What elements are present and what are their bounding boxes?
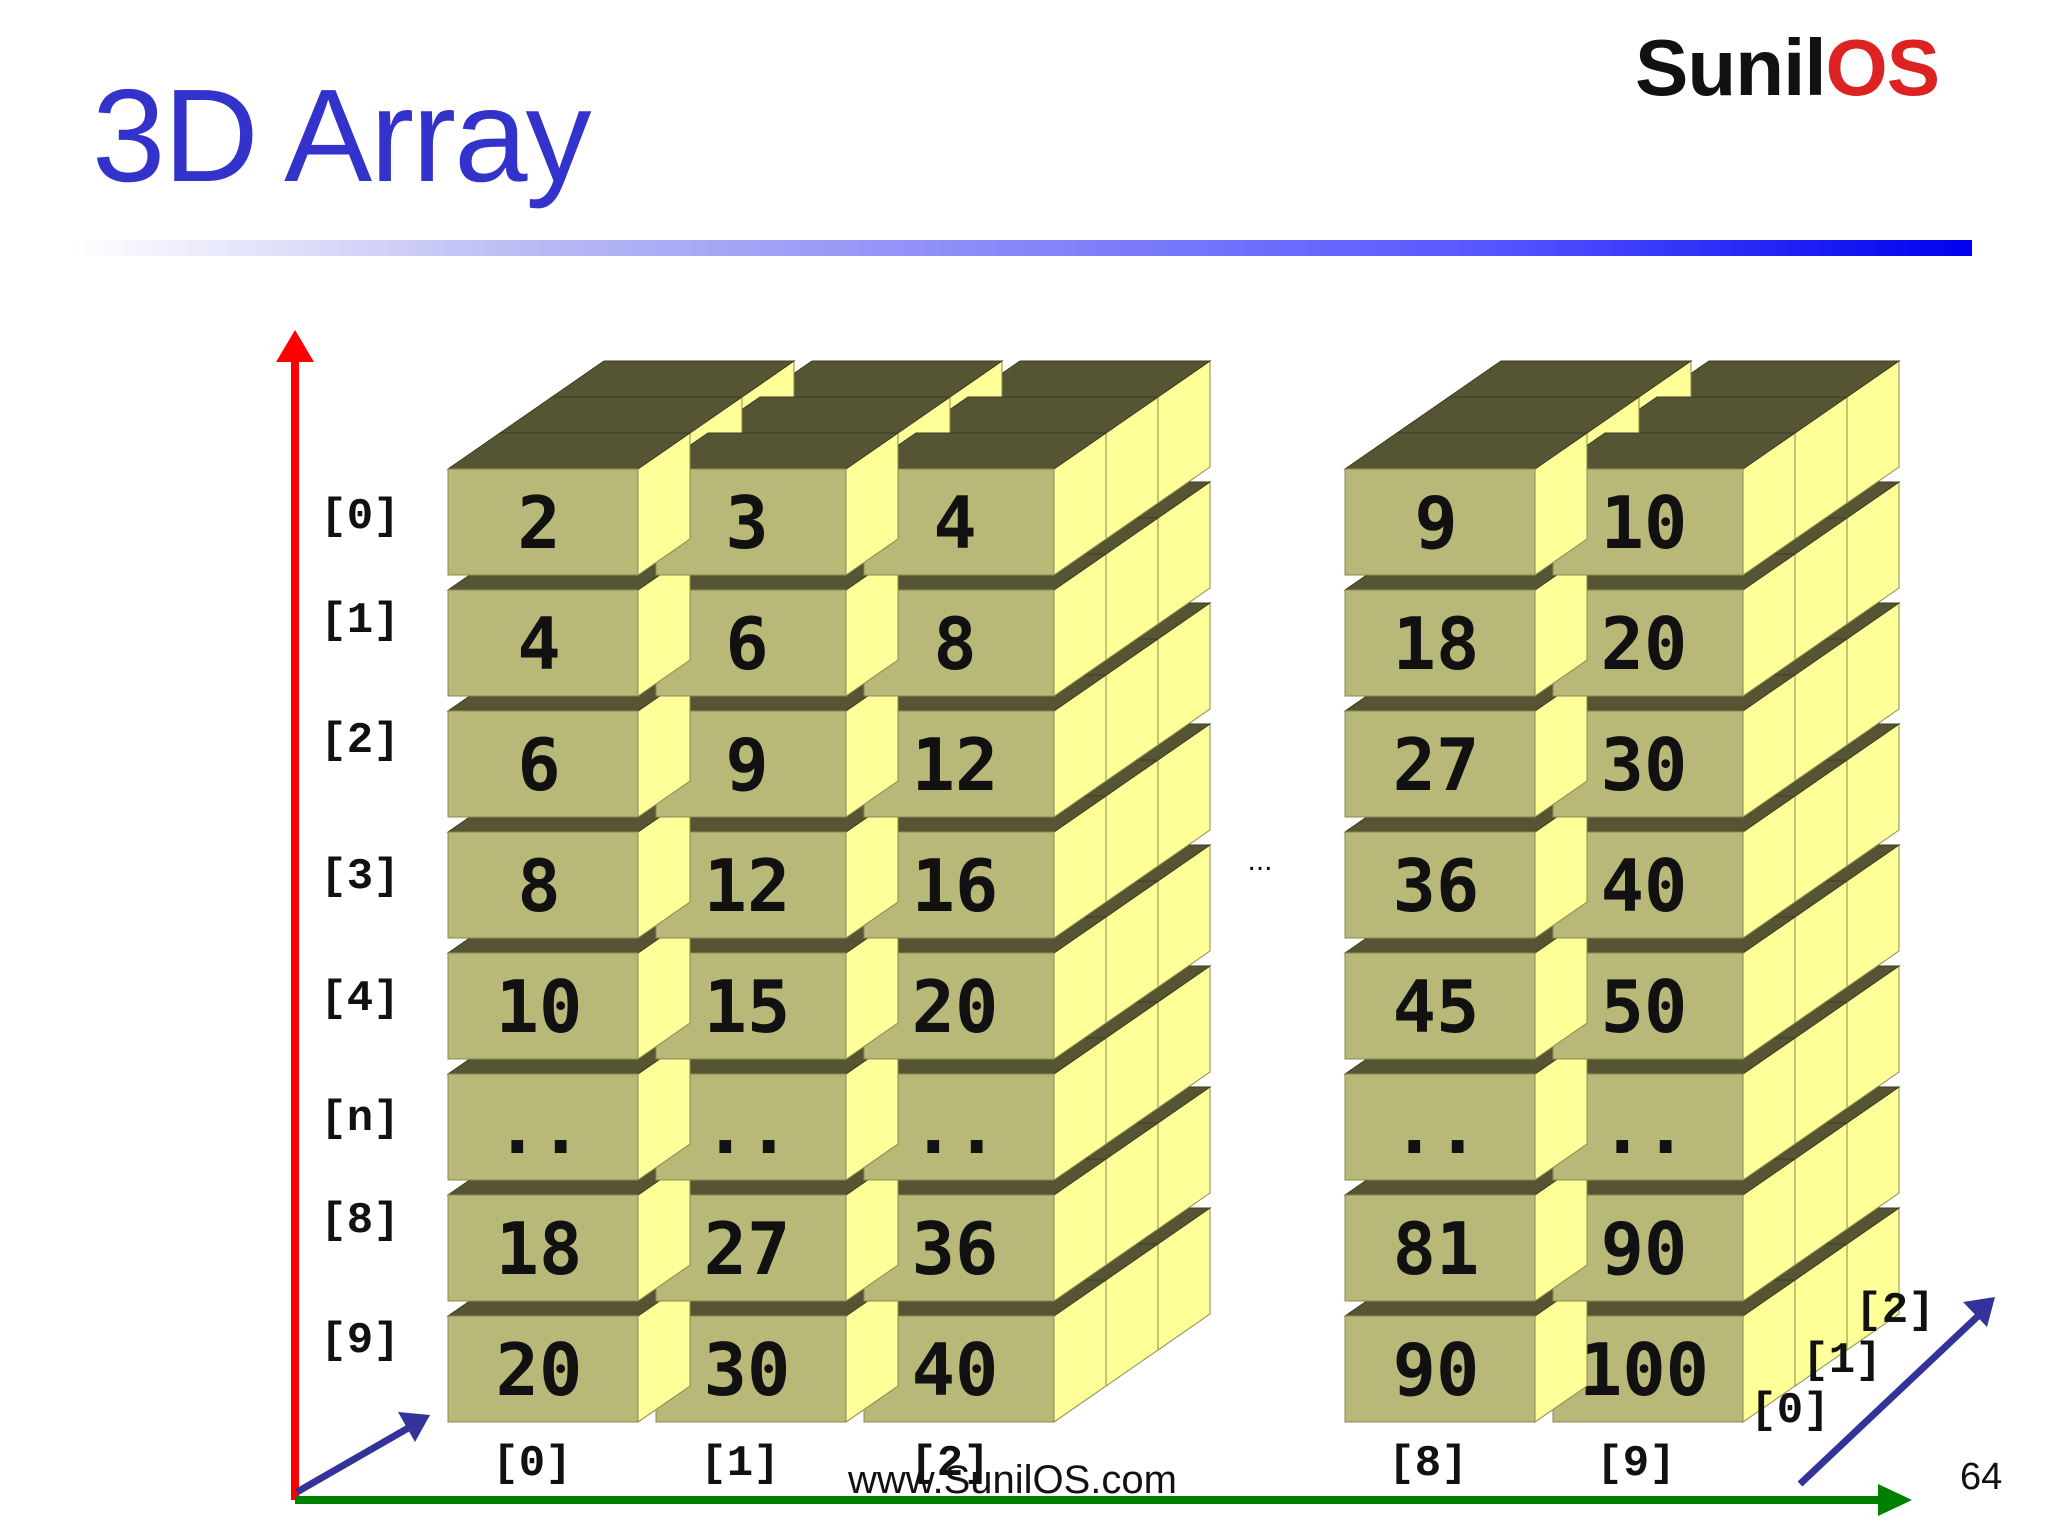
- column-index-label: [9]: [1596, 1439, 1675, 1489]
- row-index-label: [0]: [320, 492, 399, 542]
- cell-value: ..: [496, 1086, 583, 1170]
- logo-text-part2: OS: [1825, 23, 1941, 112]
- row-index-label: [n]: [320, 1094, 399, 1144]
- z-axis-arrow-right: [1797, 1313, 1981, 1487]
- cell-value: 4: [517, 602, 560, 686]
- cell-value: 20: [912, 965, 999, 1049]
- cell-value: 27: [704, 1207, 791, 1291]
- cell-value: 20: [496, 1328, 583, 1412]
- slide-title: 3D Array: [92, 62, 591, 209]
- cell-value: ..: [704, 1086, 791, 1170]
- cell-value: 6: [517, 723, 560, 807]
- cell-value: 9: [725, 723, 768, 807]
- depth-index-label: [0]: [1750, 1386, 1829, 1436]
- cell-value: 45: [1393, 965, 1480, 1049]
- cell-value: 12: [912, 723, 999, 807]
- cell-value: 50: [1601, 965, 1688, 1049]
- cell-value: 6: [725, 602, 768, 686]
- cell-value: ..: [1601, 1086, 1688, 1170]
- cell-value: 16: [912, 844, 999, 928]
- cell-value: 90: [1393, 1328, 1480, 1412]
- array-cell: 27: [1343, 674, 1589, 818]
- cell-value: 2: [517, 481, 560, 565]
- array-cell: 20: [446, 1279, 692, 1423]
- index-labels: [0][1][2][3][4][n][8][9][0][1][2][8][9][…: [320, 492, 1934, 1489]
- logo-text-part1: Sunil: [1635, 23, 1827, 112]
- cell-value: 20: [1601, 602, 1688, 686]
- cell-value: 36: [1393, 844, 1480, 928]
- cell-value: 36: [912, 1207, 999, 1291]
- column-index-label: [0]: [492, 1439, 571, 1489]
- array-cell: ..: [1343, 1037, 1589, 1181]
- array-cell: 3: [654, 432, 900, 576]
- sunilos-logo: SunilOS: [1635, 28, 1940, 108]
- cell-value: 30: [1601, 723, 1688, 807]
- z-axis-arrowhead-left: [398, 1412, 430, 1442]
- cell-value: 10: [1601, 481, 1688, 565]
- array-cell: 2: [446, 432, 692, 576]
- cell-value: 4: [933, 481, 976, 565]
- array-cell: 4: [862, 432, 1108, 576]
- array-cell: 9: [1343, 432, 1589, 576]
- cell-value: 18: [496, 1207, 583, 1291]
- cell-value: 8: [517, 844, 560, 928]
- cell-value: 8: [933, 602, 976, 686]
- cell-value: ..: [912, 1086, 999, 1170]
- axes: [276, 330, 1995, 1516]
- title-underline-gradient: [70, 240, 1972, 256]
- z-axis-arrow-left: [295, 1423, 412, 1496]
- row-index-label: [8]: [320, 1196, 399, 1246]
- footer-url: www.SunilOS.com: [848, 1458, 1177, 1502]
- cell-value: 30: [704, 1328, 791, 1412]
- cell-value: 40: [1601, 844, 1688, 928]
- cell-value: 27: [1393, 723, 1480, 807]
- array-cell: 36: [862, 1158, 1108, 1302]
- row-index-label: [4]: [320, 974, 399, 1024]
- cell-value: 3: [725, 481, 768, 565]
- ellipsis-marker: ...: [1247, 844, 1272, 877]
- array-cell: 18: [1343, 553, 1589, 697]
- cell-value: 9: [1414, 481, 1457, 565]
- cell-value: 18: [1393, 602, 1480, 686]
- cell-value: 40: [912, 1328, 999, 1412]
- cell-value: 90: [1601, 1207, 1688, 1291]
- array-cell: 8: [446, 795, 692, 939]
- row-index-label: [2]: [320, 716, 399, 766]
- row-index-label: [1]: [320, 596, 399, 646]
- z-axis-arrowhead-right: [1963, 1297, 1995, 1327]
- row-index-label: [9]: [320, 1316, 399, 1366]
- row-index-label: [3]: [320, 852, 399, 902]
- depth-index-label: [1]: [1802, 1336, 1881, 1386]
- cell-value: ..: [1393, 1086, 1480, 1170]
- array-cell: 10: [1551, 432, 1797, 576]
- cell-value: 12: [704, 844, 791, 928]
- cell-value: 10: [496, 965, 583, 1049]
- column-index-label: [2]: [910, 1439, 989, 1489]
- depth-index-label: [2]: [1855, 1286, 1934, 1336]
- column-index-label: [8]: [1388, 1439, 1467, 1489]
- page-number: 64: [1960, 1456, 2003, 1498]
- column-index-label: [1]: [700, 1439, 779, 1489]
- cell-value: 81: [1393, 1207, 1480, 1291]
- cell-value: 15: [704, 965, 791, 1049]
- y-axis-arrowhead: [276, 330, 314, 362]
- x-axis-arrowhead: [1878, 1484, 1912, 1516]
- cube-blocks: 40 30 20 36 27 18...... 20 15 10 16 12 8 12 9 6 8 6 4 4 3 2 1…: [446, 360, 1901, 1423]
- array-cell: 90: [1343, 1279, 1589, 1423]
- cell-value: 100: [1579, 1328, 1709, 1412]
